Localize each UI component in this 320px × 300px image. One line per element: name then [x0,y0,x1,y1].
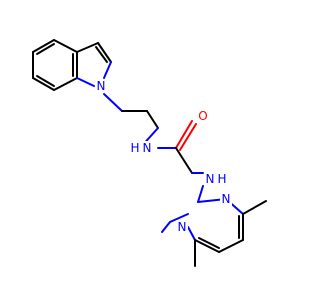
amide-hydrogen-label-bg [129,141,141,155]
indole-benzene-bond [32,39,55,53]
carbonyl-oxygen-label: O [198,109,207,123]
indole-benzene-bond [53,39,78,53]
amine-hydrogen-label-bg [216,172,228,186]
pyrimidine-bond [218,239,244,253]
pyrimidine-double-bond [198,237,220,249]
pyrimidine-bond [169,213,189,223]
pyrimidine-nitrogen-label: N [222,192,231,206]
indole-benzene-bond [32,77,55,91]
amide-nitrogen-label: N [143,141,152,155]
indole-benzene-double-bond [36,75,55,87]
pyrimidine-nitrogen-label-bg [220,192,232,206]
amine-pyrimidine-bond [197,185,204,203]
alpha-carbon-bond [175,147,193,174]
ethyl-linker-bond [146,110,159,129]
bond-layer [32,39,267,267]
indole-pyrrole-bond [76,42,99,53]
indole-nitrogen-label: N [97,79,106,93]
amine-nitrogen-label: N [206,172,215,186]
pyrimidine-bond [187,226,196,241]
amine-hydrogen-label: H [217,172,226,186]
ethyl-linker-bond [103,93,123,112]
amide-c-o-bond [175,120,193,149]
carbonyl-oxygen-label-bg [197,109,209,123]
indole-pyrrole-double-bond [95,46,108,63]
indole-pyrrole-bond [76,77,95,87]
pyrimidine-nitrogen-label: N [178,220,187,234]
indole-nitrogen-label-bg [95,79,107,93]
amine-nitrogen-label-bg [204,172,216,186]
indole-pyrrole-bond [103,61,112,79]
pyrimidine-bond [161,221,171,233]
indole-benzene-bond [53,77,78,91]
amide-hydrogen-label: H [130,141,139,155]
indole-pyrrole-bond [97,42,112,63]
amide-c-o-double-bond [179,123,197,151]
amide-nitrogen-label-bg [141,141,153,155]
indole-benzene-double-bond [36,43,55,55]
methyl-bond [242,200,267,215]
pyrimidine-bond [194,239,220,253]
pyrimidine-nitrogen-label-bg [176,220,188,234]
